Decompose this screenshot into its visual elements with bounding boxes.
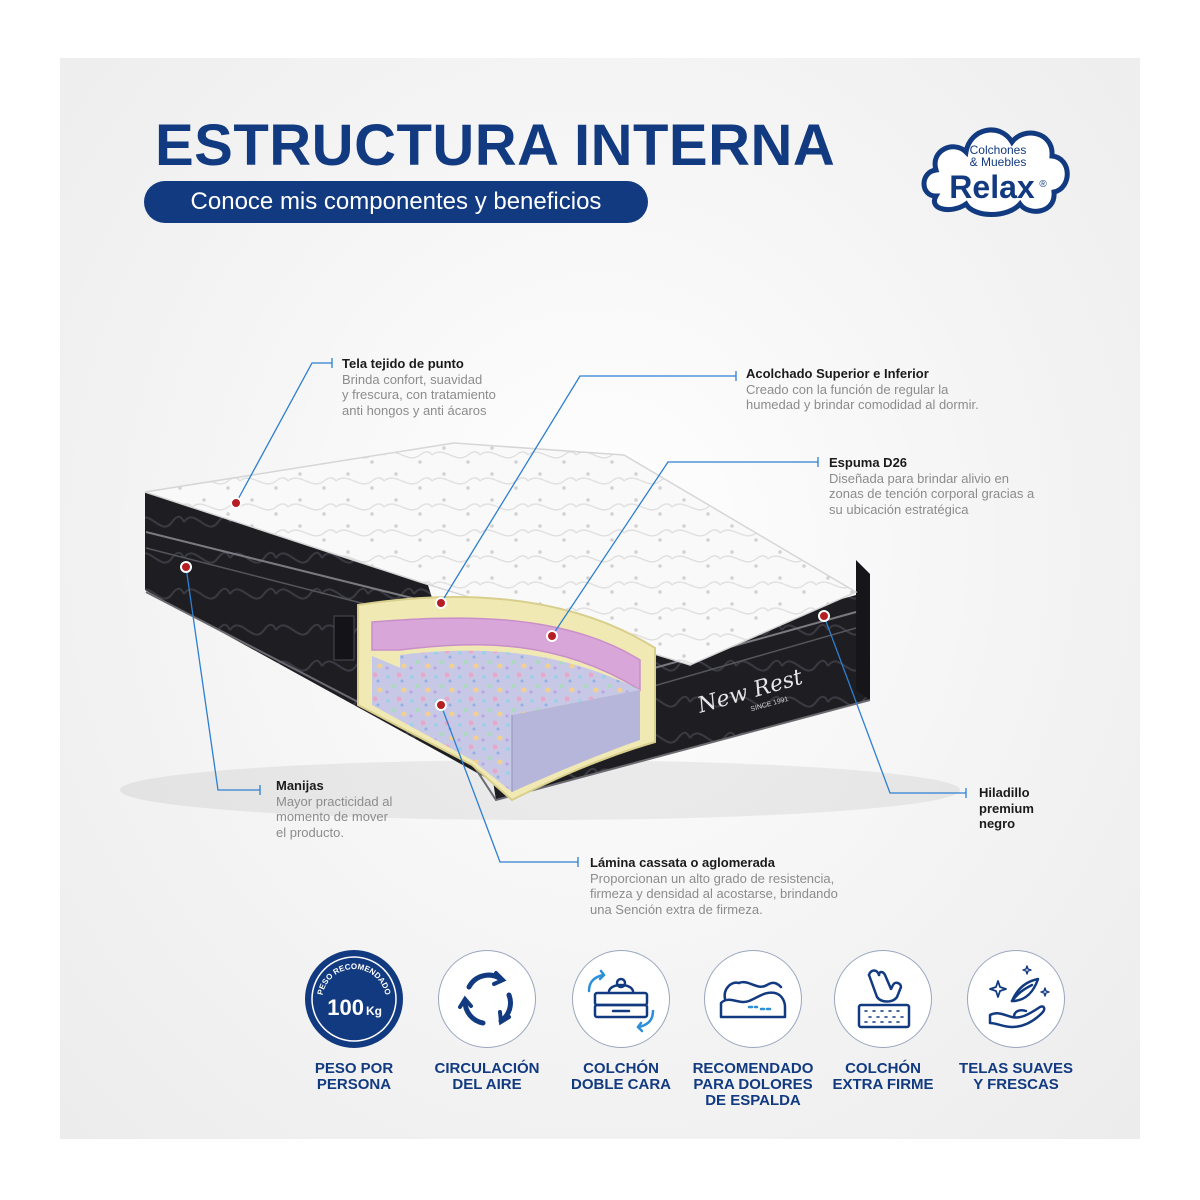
- benefit-caption: COLCHÓN EXTRA FIRME: [813, 1061, 953, 1093]
- back-support-icon: [704, 950, 802, 1048]
- caption-line: DEL AIRE: [452, 1076, 522, 1093]
- benefit-firm: COLCHÓN EXTRA FIRME: [813, 950, 953, 1093]
- callout-text: Proporcionan un alto grado de resistenci…: [590, 870, 835, 886]
- callout-lamina: Lámina cassata o aglomerada Proporcionan…: [590, 855, 838, 917]
- air-circulation-icon: [438, 950, 536, 1048]
- callout-title: Tela tejido de punto: [342, 356, 464, 371]
- marker-hiladillo: [818, 610, 830, 622]
- caption-line: PARA DOLORES: [693, 1076, 813, 1093]
- logo-line2: & Muebles: [970, 155, 1027, 169]
- callout-text: humedad y brindar comodidad al dormir.: [746, 397, 979, 412]
- callout-title: Acolchado Superior e Inferior: [746, 366, 929, 381]
- badge-unit: Kg: [366, 1004, 382, 1018]
- callout-hiladillo: Hiladillo premium negro: [979, 785, 1034, 832]
- relax-logo: Colchones & Muebles Relax ®: [921, 127, 1070, 217]
- leader-espuma: [551, 461, 818, 637]
- marker-lamina: [435, 699, 447, 711]
- benefit-caption: CIRCULACIÓN DEL AIRE: [417, 1061, 557, 1093]
- caption-line: PERSONA: [316, 1076, 392, 1093]
- logo-registered: ®: [1039, 179, 1047, 190]
- mattress-cutaway: [357, 596, 656, 802]
- callout-tela: Tela tejido de punto Brinda confort, sua…: [342, 356, 496, 418]
- caption-line: COLCHÓN: [845, 1060, 921, 1077]
- callout-text: el producto.: [276, 824, 344, 840]
- callout-espuma: Espuma D26 Diseñada para brindar alivio …: [829, 455, 1034, 517]
- benefit-weight: PESO RECOMENDADO 100 Kg PESO POR PERSONA: [284, 950, 424, 1093]
- firm-mattress-icon: [834, 950, 932, 1048]
- benefit-caption: COLCHÓN DOBLE CARA: [551, 1061, 691, 1093]
- caption-line: COLCHÓN: [583, 1060, 659, 1077]
- callout-title: Hiladillo: [979, 785, 1030, 800]
- caption-line: EXTRA FIRME: [832, 1076, 934, 1093]
- callout-title: Espuma D26: [829, 455, 908, 470]
- callout-text: Creado con la función de regular la: [746, 381, 949, 397]
- callout-title: Manijas: [276, 778, 324, 793]
- caption-line: CIRCULACIÓN: [434, 1060, 540, 1077]
- logo-line1: Colchones: [970, 143, 1027, 157]
- callout-text: una Sención extra de firmeza.: [590, 901, 763, 917]
- caption-line: TELAS SUAVES: [959, 1060, 1073, 1077]
- callout-text: Mayor practicidad al: [276, 793, 393, 809]
- marker-espuma: [546, 630, 558, 642]
- caption-line: PESO POR: [314, 1060, 394, 1077]
- callout-title: Lámina cassata o aglomerada: [590, 855, 775, 870]
- leader-lamina: [440, 704, 578, 863]
- leader-tela: [235, 362, 332, 504]
- callout-title: negro: [979, 816, 1016, 831]
- callout-title: premium: [979, 800, 1034, 816]
- badge-value: 100: [327, 995, 364, 1020]
- callout-text: Diseñada para brindar alivio en: [829, 470, 1009, 486]
- callout-manijas: Manijas Mayor practicidad al momento de …: [276, 778, 392, 840]
- benefit-caption: PESO POR PERSONA: [284, 1061, 424, 1093]
- callout-acolchado: Acolchado Superior e Inferior Creado con…: [746, 366, 979, 413]
- marker-manijas: [180, 561, 192, 573]
- logo-brand: Relax: [949, 169, 1035, 205]
- subtitle-pill: Conoce mis componentes y beneficios: [144, 181, 648, 223]
- leader-acolchado: [440, 375, 736, 604]
- caption-line: DOBLE CARA: [571, 1076, 671, 1093]
- callout-text: zonas de tención corporal gracias a: [829, 486, 1035, 501]
- benefit-caption: TELAS SUAVES Y FRESCAS: [946, 1061, 1086, 1093]
- leader-manijas: [185, 566, 260, 791]
- benefit-double: COLCHÓN DOBLE CARA: [551, 950, 691, 1093]
- weight-badge-icon: PESO RECOMENDADO 100 Kg: [305, 950, 403, 1048]
- benefit-fabric: TELAS SUAVES Y FRESCAS: [946, 950, 1086, 1093]
- marker-acolchado: [435, 597, 447, 609]
- callout-text: firmeza y densidad al acostarse, brindan…: [590, 886, 838, 901]
- mattress-top-surface: [144, 442, 858, 666]
- benefit-back: RECOMENDADO PARA DOLORES DE ESPALDA: [683, 950, 823, 1109]
- double-sided-mattress-icon: [572, 950, 670, 1048]
- callout-text: Brinda confort, suavidad: [342, 371, 483, 387]
- callout-text: y frescura, con tratamiento: [342, 387, 496, 402]
- benefit-air: CIRCULACIÓN DEL AIRE: [417, 950, 557, 1093]
- caption-line: Y FRESCAS: [973, 1076, 1059, 1093]
- leader-hiladillo: [823, 615, 966, 794]
- callout-text: anti hongos y anti ácaros: [342, 402, 487, 418]
- caption-line: RECOMENDADO: [692, 1060, 814, 1077]
- marker-tela: [230, 497, 242, 509]
- product-tag: [333, 615, 355, 661]
- benefit-caption: RECOMENDADO PARA DOLORES DE ESPALDA: [683, 1061, 823, 1109]
- callout-text: momento de mover: [276, 809, 388, 824]
- callout-text: su ubicación estratégica: [829, 501, 969, 517]
- page-title: ESTRUCTURA INTERNA: [155, 113, 836, 178]
- caption-line: DE ESPALDA: [705, 1092, 801, 1109]
- soft-fabric-icon: [967, 950, 1065, 1048]
